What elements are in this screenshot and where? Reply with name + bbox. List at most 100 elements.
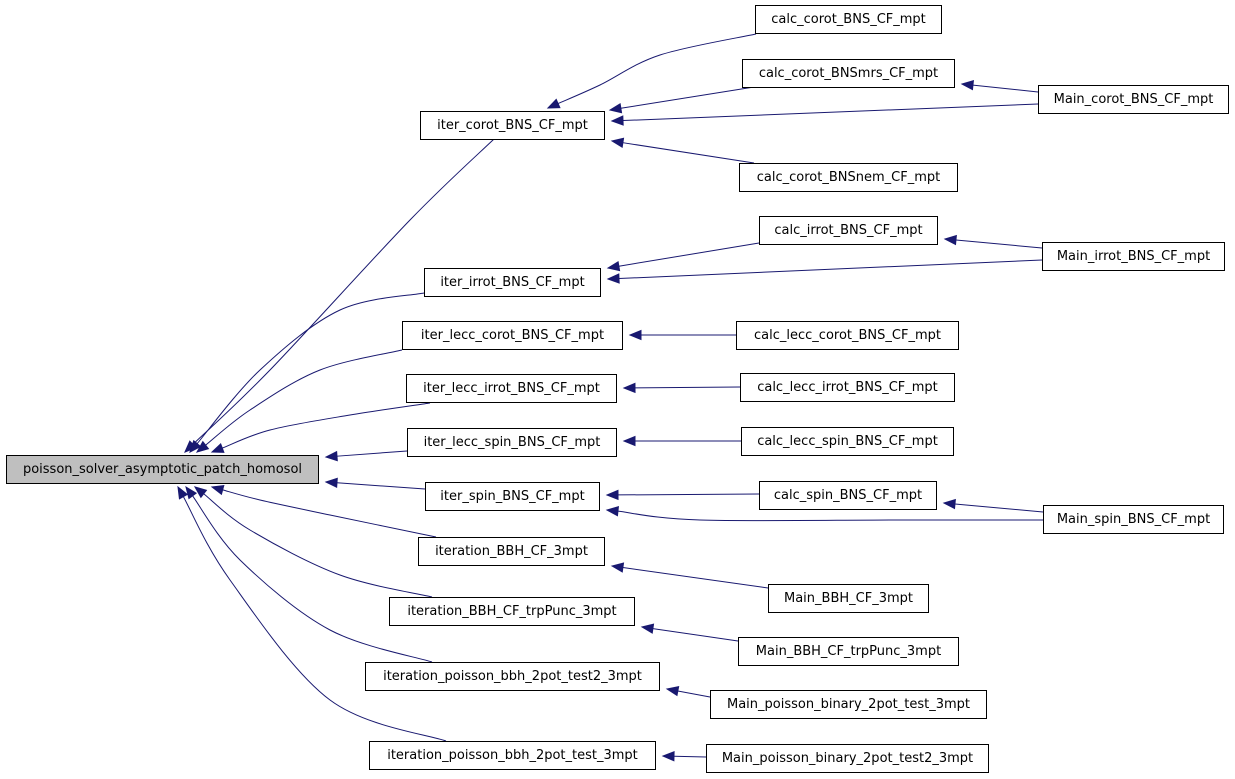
node-label[interactable]: iteration_BBH_CF_trpPunc_3mpt <box>407 604 616 619</box>
node-box[interactable] <box>424 268 601 297</box>
node-iteration-bbh-trp[interactable]: iteration_BBH_CF_trpPunc_3mpt <box>389 597 635 626</box>
node-box[interactable] <box>420 111 605 140</box>
node-iter-lecc-spin[interactable]: iter_lecc_spin_BNS_CF_mpt <box>407 428 617 457</box>
node-label[interactable]: iteration_BBH_CF_3mpt <box>435 544 588 559</box>
node-label[interactable]: iteration_poisson_bbh_2pot_test_3mpt <box>387 748 638 763</box>
node-iter-lecc-irrot[interactable]: iter_lecc_irrot_BNS_CF_mpt <box>406 374 617 403</box>
node-box[interactable] <box>768 584 929 613</box>
edge-line <box>203 493 433 598</box>
node-box[interactable] <box>742 59 955 88</box>
node-label[interactable]: Main_poisson_binary_2pot_test_3mpt <box>727 697 970 712</box>
node-box[interactable] <box>389 597 635 626</box>
edge-line <box>652 628 739 642</box>
node-box[interactable] <box>407 428 617 457</box>
edge-line <box>617 493 760 496</box>
node-iteration-bbh[interactable]: iteration_BBH_CF_3mpt <box>418 537 605 566</box>
node-box[interactable] <box>759 216 938 245</box>
node-label[interactable]: iter_corot_BNS_CF_mpt <box>437 118 588 133</box>
node-label[interactable]: iter_irrot_BNS_CF_mpt <box>440 275 584 290</box>
node-main-bbh-trp[interactable]: Main_BBH_CF_trpPunc_3mpt <box>738 637 959 666</box>
node-label[interactable]: calc_spin_BNS_CF_mpt <box>774 488 922 503</box>
node-label[interactable]: poisson_solver_asymptotic_patch_homosol <box>23 462 302 477</box>
node-box[interactable] <box>1038 85 1229 114</box>
node-box[interactable] <box>402 321 623 350</box>
node-calc-lecc-spin[interactable]: calc_lecc_spin_BNS_CF_mpt <box>741 427 954 456</box>
node-label[interactable]: iter_lecc_corot_BNS_CF_mpt <box>421 328 604 343</box>
edge-arrowhead <box>189 439 202 454</box>
node-calc-irrot[interactable]: calc_irrot_BNS_CF_mpt <box>759 216 938 245</box>
edge-iter_spin-to-root <box>324 477 426 490</box>
node-box[interactable] <box>741 427 954 456</box>
node-box[interactable] <box>406 374 617 403</box>
edge-main_corot-to-calc_corot_mrs <box>960 79 1039 93</box>
edge-arrowhead <box>640 623 655 634</box>
node-iter-irrot[interactable]: iter_irrot_BNS_CF_mpt <box>424 268 601 297</box>
edge-line <box>620 86 755 109</box>
node-label[interactable]: calc_corot_BNSmrs_CF_mpt <box>759 66 938 81</box>
node-iter-lecc-corot[interactable]: iter_lecc_corot_BNS_CF_mpt <box>402 321 623 350</box>
node-iteration-poisson-test2[interactable]: iteration_poisson_bbh_2pot_test2_3mpt <box>365 662 660 691</box>
edge-arrowhead <box>628 329 642 341</box>
node-calc-corot-nem[interactable]: calc_corot_BNSnem_CF_mpt <box>739 163 958 192</box>
node-box[interactable] <box>706 744 989 773</box>
node-label[interactable]: Main_corot_BNS_CF_mpt <box>1054 92 1214 107</box>
node-label[interactable]: calc_corot_BNSnem_CF_mpt <box>757 170 940 185</box>
node-box[interactable] <box>739 163 958 192</box>
node-box[interactable] <box>425 482 600 511</box>
node-main-poisson-test[interactable]: Main_poisson_binary_2pot_test_3mpt <box>710 690 987 719</box>
edge-iter_lecc_irrot-to-root <box>210 402 431 453</box>
edge-arrowhead <box>210 484 225 496</box>
node-main-bbh[interactable]: Main_BBH_CF_3mpt <box>768 584 929 613</box>
node-box[interactable] <box>369 741 656 770</box>
edge-line <box>205 349 403 446</box>
node-label[interactable]: Main_spin_BNS_CF_mpt <box>1057 512 1210 527</box>
edge-line <box>677 690 711 698</box>
node-label[interactable]: iter_lecc_irrot_BNS_CF_mpt <box>423 381 600 396</box>
edge-arrowhead <box>606 273 620 284</box>
node-label[interactable]: calc_irrot_BNS_CF_mpt <box>774 223 922 238</box>
edge-main_irrot-to-calc_irrot <box>943 234 1043 249</box>
node-label[interactable]: calc_corot_BNS_CF_mpt <box>771 12 926 27</box>
node-label[interactable]: iter_lecc_spin_BNS_CF_mpt <box>424 435 601 450</box>
node-label[interactable]: Main_poisson_binary_2pot_test2_3mpt <box>722 751 973 766</box>
edge-main_bbh-to-iteration_bbh <box>610 562 769 589</box>
node-calc-corot-mrs[interactable]: calc_corot_BNSmrs_CF_mpt <box>742 59 955 88</box>
node-box[interactable] <box>365 662 660 691</box>
node-label[interactable]: Main_BBH_CF_3mpt <box>784 591 913 606</box>
node-label[interactable]: calc_lecc_spin_BNS_CF_mpt <box>757 434 938 449</box>
node-label[interactable]: iteration_poisson_bbh_2pot_test2_3mpt <box>383 669 642 684</box>
node-box[interactable] <box>418 537 605 566</box>
node-iter-corot[interactable]: iter_corot_BNS_CF_mpt <box>420 111 605 140</box>
edge-arrowhead <box>185 485 198 500</box>
node-label[interactable]: Main_irrot_BNS_CF_mpt <box>1057 249 1210 264</box>
node-box[interactable] <box>755 5 942 34</box>
node-box[interactable] <box>710 690 987 719</box>
node-calc-lecc-corot[interactable]: calc_lecc_corot_BNS_CF_mpt <box>736 321 959 350</box>
node-label[interactable]: Main_BBH_CF_trpPunc_3mpt <box>756 644 941 659</box>
edge-arrowhead <box>610 137 625 148</box>
node-label[interactable]: iter_spin_BNS_CF_mpt <box>440 489 584 504</box>
node-main-poisson-test2[interactable]: Main_poisson_binary_2pot_test2_3mpt <box>706 744 989 773</box>
node-calc-lecc-irrot[interactable]: calc_lecc_irrot_BNS_CF_mpt <box>740 373 955 402</box>
node-label[interactable]: calc_lecc_irrot_BNS_CF_mpt <box>757 380 938 395</box>
node-box[interactable] <box>6 455 319 484</box>
node-calc-spin[interactable]: calc_spin_BNS_CF_mpt <box>759 481 937 510</box>
node-box[interactable] <box>1042 242 1225 271</box>
edge-calc_corot_mrs-to-iter_corot <box>608 86 755 114</box>
node-calc-corot[interactable]: calc_corot_BNS_CF_mpt <box>755 5 942 34</box>
node-box[interactable] <box>1043 505 1224 534</box>
node-iter-spin[interactable]: iter_spin_BNS_CF_mpt <box>425 482 600 511</box>
edge-arrowhead <box>608 103 623 114</box>
node-iteration-poisson-test[interactable]: iteration_poisson_bbh_2pot_test_3mpt <box>369 741 656 770</box>
node-main-corot[interactable]: Main_corot_BNS_CF_mpt <box>1038 85 1229 114</box>
node-box[interactable] <box>738 637 959 666</box>
node-box[interactable] <box>740 373 955 402</box>
node-root[interactable]: poisson_solver_asymptotic_patch_homosol <box>6 455 319 484</box>
node-label[interactable]: calc_lecc_corot_BNS_CF_mpt <box>754 328 941 343</box>
edge-line <box>618 242 760 267</box>
node-box[interactable] <box>736 321 959 350</box>
node-box[interactable] <box>759 481 937 510</box>
node-main-irrot[interactable]: Main_irrot_BNS_CF_mpt <box>1042 242 1225 271</box>
node-main-spin[interactable]: Main_spin_BNS_CF_mpt <box>1043 505 1224 534</box>
edge-line <box>557 33 757 105</box>
